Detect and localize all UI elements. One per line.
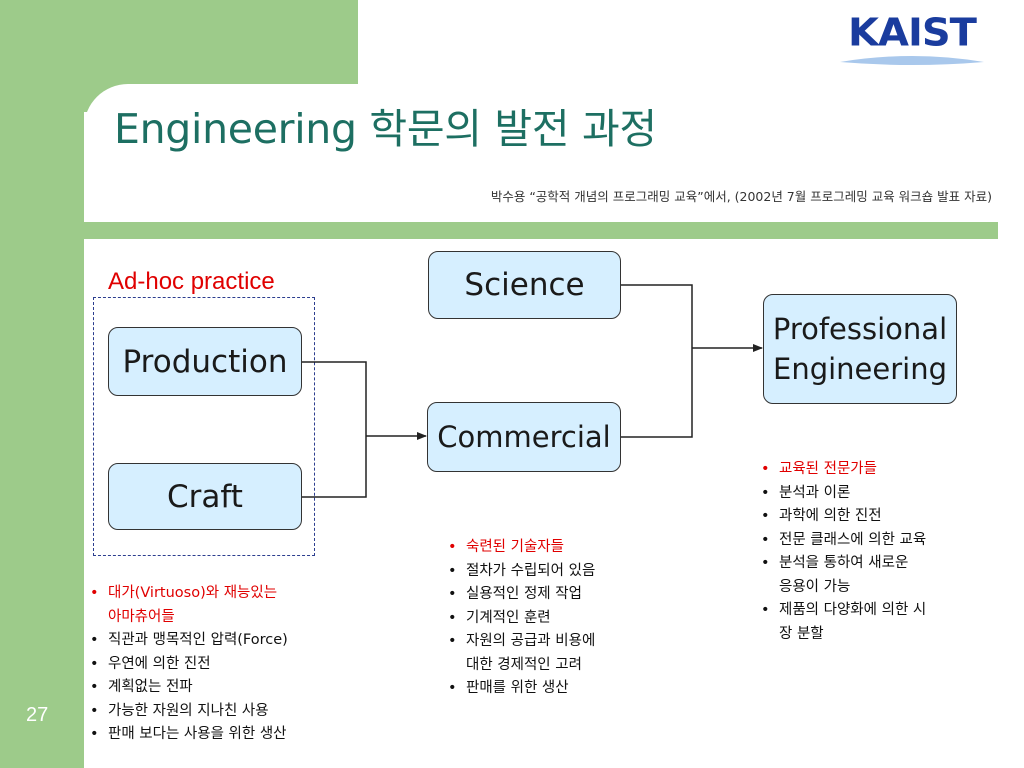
bullet-item: 실용적인 정제 작업 — [444, 583, 684, 607]
bullet-text: 전문 클래스에 의한 교육 — [779, 531, 927, 548]
node-production: Production — [108, 327, 302, 396]
bullet-item: 전문 클래스에 의한 교육 — [757, 529, 1017, 553]
bullet-text: 과학에 의한 진전 — [779, 508, 882, 524]
node-professional-label-line1: Professional — [772, 312, 948, 346]
connector-craft-commercial — [302, 436, 367, 498]
bullet-text: 실용적인 정제 작업 — [466, 586, 582, 602]
bullet-text: 제품의 다양화에 의한 시 — [779, 602, 927, 618]
node-commercial: Commercial — [427, 402, 621, 472]
bullet-item: 숙련된 기술자들 — [444, 536, 684, 560]
node-science-label: Science — [464, 267, 585, 303]
slide-title: Engineering 학문의 발전 과정 — [114, 105, 657, 153]
bullet-item: 직관과 맹목적인 압력(Force) — [86, 629, 386, 653]
node-science: Science — [428, 251, 621, 319]
bullet-text: 절차가 수립되어 있음 — [466, 562, 596, 579]
adhoc-practice-label: Ad-hoc practice — [108, 268, 275, 295]
connector-production-commercial — [302, 361, 367, 436]
bullet-text: 숙련된 기술자들 — [466, 539, 564, 555]
connector-science-professional — [621, 284, 693, 348]
bullet-item: 가능한 자원의 지나친 사용 — [86, 700, 386, 724]
bullet-text: 대가(Virtuoso)와 재능있는 — [108, 585, 278, 601]
bullet-item: 교육된 전문가들 — [757, 458, 1017, 482]
node-commercial-label: Commercial — [437, 420, 611, 454]
bullet-text-continued: 응용이 가능 — [779, 578, 851, 595]
bullet-text-continued: 아마츄어들 — [108, 608, 175, 625]
bullet-text-continued: 장 분할 — [779, 625, 824, 642]
bullet-item: 계획없는 전파 — [86, 676, 386, 700]
bullet-text: 분석을 통하여 새로운 — [779, 555, 909, 571]
bullet-item: 과학에 의한 진전 — [757, 505, 1017, 529]
bullet-text: 판매를 위한 생산 — [466, 680, 569, 696]
bullet-list-commercial: 숙련된 기술자들 절차가 수립되어 있음 실용적인 정제 작업 기계적인 훈련 … — [444, 536, 684, 701]
logo-swoosh-icon — [840, 56, 984, 65]
bullet-text: 자원의 공급과 비용에 — [466, 633, 596, 649]
bullet-list-professional: 교육된 전문가들 분석과 이론 과학에 의한 진전 전문 클래스에 의한 교육 … — [757, 458, 1017, 646]
header-divider-bar — [84, 222, 998, 239]
node-craft: Craft — [108, 463, 302, 530]
bullet-text: 기계적인 훈련 — [466, 609, 551, 626]
bullet-item: 제품의 다양화에 의한 시장 분할 — [757, 599, 1017, 646]
bullet-text: 가능한 자원의 지나친 사용 — [108, 702, 269, 719]
bullet-item: 분석과 이론 — [757, 482, 1017, 506]
left-green-margin — [0, 0, 84, 768]
node-professional-label-line2: Engineering — [773, 352, 947, 386]
bullet-item: 절차가 수립되어 있음 — [444, 560, 684, 584]
bullet-item: 판매 보다는 사용을 위한 생산 — [86, 723, 386, 747]
node-production-label: Production — [122, 343, 288, 380]
logo-text: KAIST — [848, 11, 977, 55]
bullet-text: 판매 보다는 사용을 위한 생산 — [108, 726, 287, 742]
bullet-text-continued: 대한 경제적인 고려 — [466, 656, 582, 673]
bullet-text: 직관과 맹목적인 압력(Force) — [108, 632, 288, 648]
node-craft-label: Craft — [167, 478, 243, 515]
slide-subtitle: 박수용 “공학적 개념의 프로그래밍 교육”에서, (2002년 7월 프로그레… — [490, 189, 992, 204]
connector-commercial-professional — [621, 348, 693, 438]
page-number: 27 — [26, 704, 49, 726]
kaist-logo: KAIST — [838, 10, 986, 68]
bullet-text: 교육된 전문가들 — [779, 461, 877, 477]
bullet-text: 분석과 이론 — [779, 484, 851, 501]
bullet-item: 우연에 의한 진전 — [86, 653, 386, 677]
adhoc-practice-group — [93, 297, 315, 556]
node-professional-engineering: Professional Engineering — [763, 294, 957, 404]
bullet-item: 기계적인 훈련 — [444, 607, 684, 631]
bullet-item: 판매를 위한 생산 — [444, 677, 684, 701]
bullet-text: 우연에 의한 진전 — [108, 655, 211, 672]
bullet-text: 계획없는 전파 — [108, 679, 193, 695]
